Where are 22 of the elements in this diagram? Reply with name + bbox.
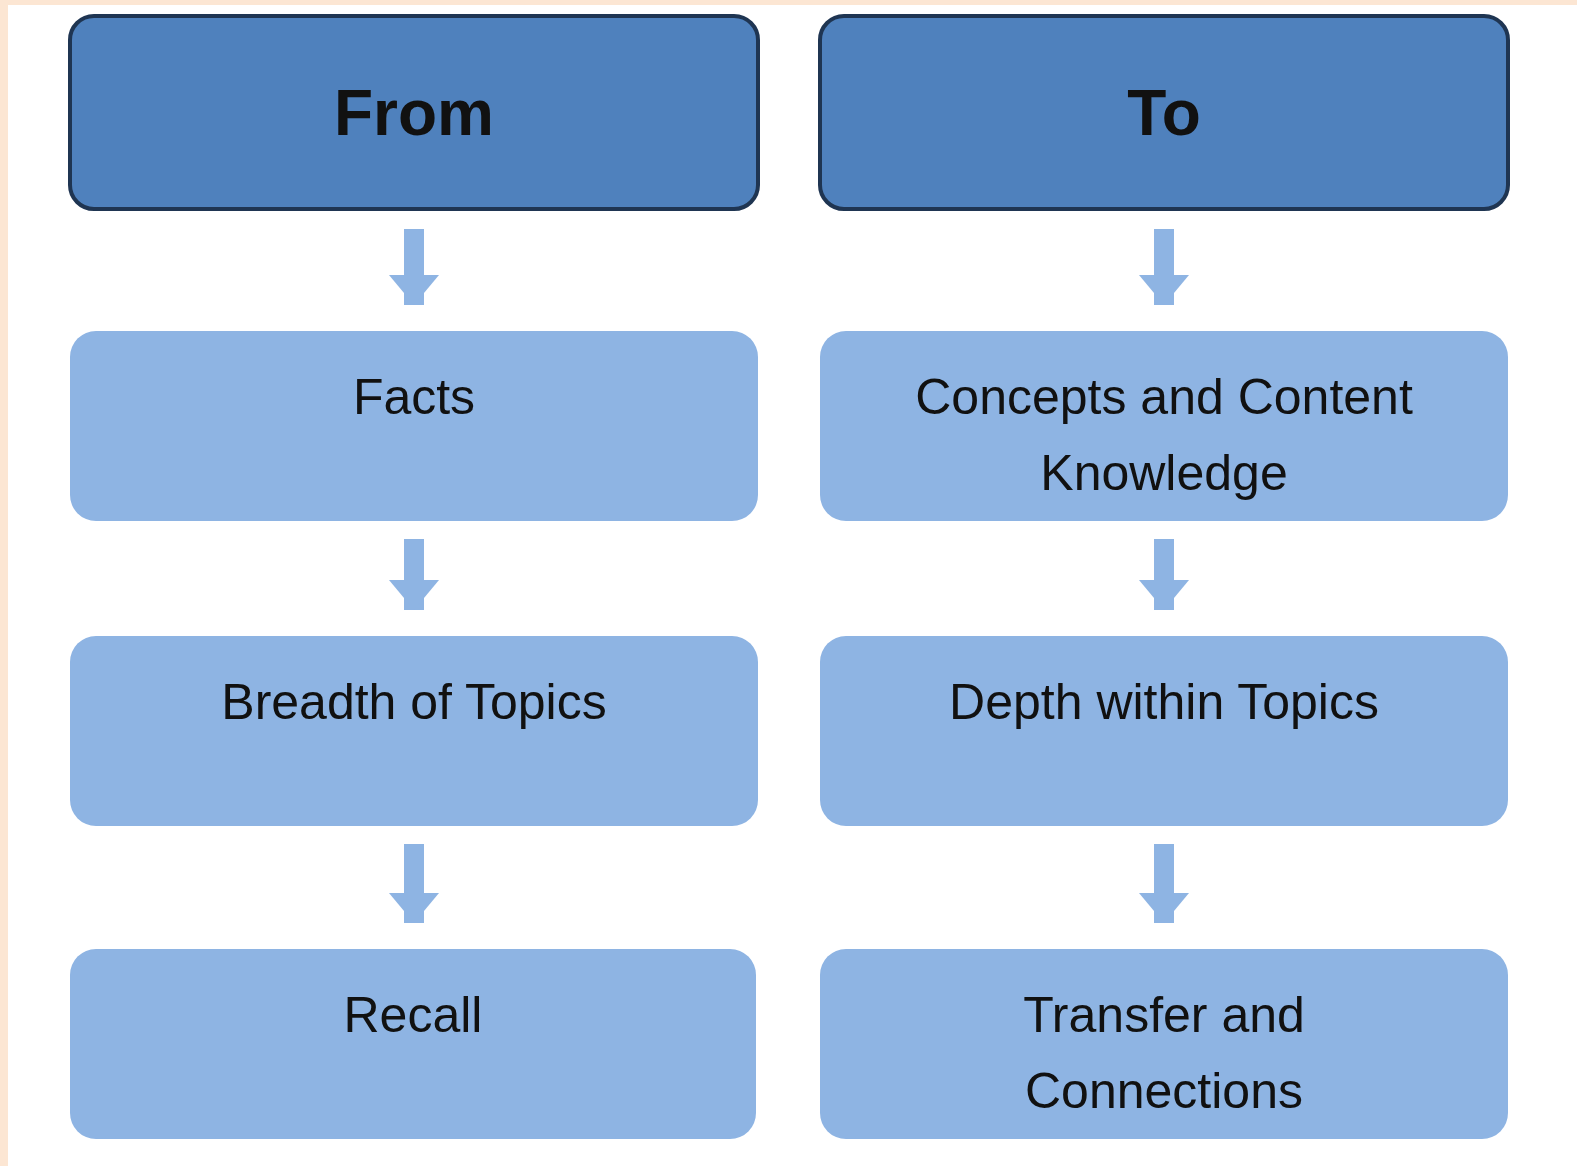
process-box — [820, 331, 1508, 521]
process-box — [820, 949, 1508, 1139]
box-label: Facts — [352, 369, 476, 425]
box-label: Breadth of Topics — [221, 674, 607, 730]
arrow — [1139, 844, 1189, 923]
process-box — [820, 636, 1508, 826]
arrow — [389, 844, 439, 923]
process-box — [70, 331, 758, 521]
box-label: Depth within Topics — [949, 674, 1379, 730]
box-label: Concepts and Content Knowledge — [915, 369, 1413, 501]
header-box — [68, 14, 760, 211]
arrow — [389, 539, 439, 610]
box-label: Transfer and Connections — [1023, 987, 1305, 1119]
process-box — [70, 636, 758, 826]
process-box — [70, 949, 756, 1139]
box-label: From — [334, 75, 494, 150]
header-box — [818, 14, 1510, 211]
box-label: To — [1127, 75, 1201, 150]
arrow — [1139, 229, 1189, 305]
arrow — [1139, 539, 1189, 610]
box-label: Recall — [343, 987, 483, 1043]
arrow — [389, 229, 439, 305]
